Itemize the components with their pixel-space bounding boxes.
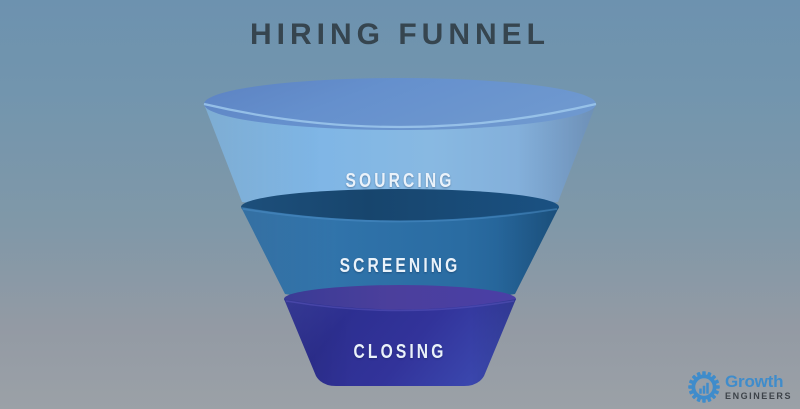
logo-secondary-text: ENGINEERS — [725, 391, 792, 401]
funnel-segment-sourcing — [203, 78, 597, 214]
logo-wordmark: Growth ENGINEERS — [725, 373, 792, 401]
page-title: HIRING FUNNEL — [250, 18, 550, 51]
funnel-segment-closing — [284, 285, 516, 386]
funnel-segment-screening — [241, 189, 559, 303]
logo-primary-text: Growth — [725, 372, 784, 391]
growth-engineers-logo: Growth ENGINEERS — [688, 371, 792, 403]
gear-bar-chart-icon — [688, 371, 720, 403]
